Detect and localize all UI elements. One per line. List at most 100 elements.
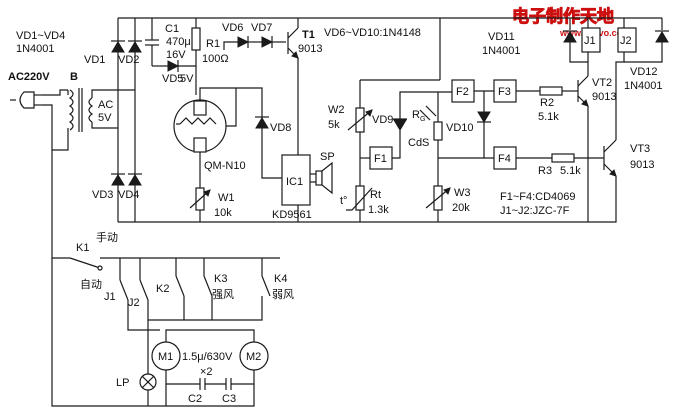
j1-relay-coil — [581, 27, 601, 53]
vd5-value: 5V — [180, 73, 194, 85]
w1-potentiometer — [189, 187, 211, 211]
cap-times-label: ×2 — [200, 366, 213, 378]
sensor-name: QM-N10 — [204, 160, 246, 172]
bridge-range-label: VD1~VD4 — [16, 30, 65, 42]
power-plug-icon — [10, 91, 42, 109]
j1-contact-label: J1 — [104, 291, 116, 303]
vd3-label: VD3 — [92, 189, 113, 201]
vt3-type: 9013 — [630, 159, 654, 171]
ic1-name: IC1 — [286, 176, 303, 188]
c1-capacitor — [145, 39, 159, 46]
vd12-diode — [655, 30, 669, 43]
vd11-label: VD11 — [488, 31, 515, 43]
c2-label: C2 — [188, 393, 202, 405]
k1-label: K1 — [76, 242, 89, 254]
c1-voltage: 16V — [166, 49, 186, 61]
t1-name: T1 — [302, 29, 315, 41]
ac-label: AC — [98, 99, 113, 111]
cds-photoresistor — [419, 105, 443, 141]
vt3-name: VT3 — [630, 143, 650, 155]
auto-label: 自动 — [80, 278, 102, 291]
r3-name: R3 — [538, 165, 552, 177]
m1-label: M1 — [158, 351, 173, 363]
vd5-label: VD5 — [162, 73, 183, 85]
cap-value-label: 1.5μ/630V — [182, 351, 233, 363]
diodes-note: VD6~VD10:1N4148 — [324, 27, 421, 39]
watermark-title: 电子制作天地 — [512, 6, 614, 27]
vt2-name: VT2 — [592, 77, 612, 89]
k1-switch — [69, 257, 103, 271]
vd6-diode — [237, 36, 250, 48]
w2-potentiometer — [347, 107, 373, 133]
vd12-type: 1N4001 — [624, 80, 663, 92]
r2-name: R2 — [540, 97, 554, 109]
vt2-type: 9013 — [592, 91, 616, 103]
vd11-type: 1N4001 — [482, 45, 521, 57]
rt-name: Rt — [370, 189, 381, 201]
w1-name: W1 — [218, 192, 235, 204]
weak-label: 弱风 — [272, 288, 294, 301]
j1-label: J1 — [584, 35, 596, 47]
j2-contact-label: J2 — [128, 297, 140, 309]
ac-5v-label: 5V — [98, 112, 112, 124]
rg-name: RG — [412, 109, 425, 123]
vd8-diode — [255, 116, 269, 129]
rt-value: 1.3k — [368, 204, 389, 216]
vd2-label: VD2 — [118, 54, 139, 66]
sp-label: SP — [320, 151, 335, 163]
vd2-diode — [128, 40, 142, 53]
r3-resistor — [551, 153, 575, 163]
vd1-diode — [111, 40, 125, 53]
r2-value: 5.1k — [538, 111, 559, 123]
vd6-label: VD6 — [222, 22, 243, 34]
transformer-label: B — [70, 71, 78, 83]
r1-name: R1 — [206, 38, 220, 50]
j2-label: J2 — [620, 35, 632, 47]
c3-label: C3 — [222, 393, 236, 405]
vt3-transistor — [603, 139, 617, 177]
rt-mark: t° — [340, 195, 347, 207]
f4-label: F4 — [498, 153, 511, 165]
f-note: F1~F4:CD4069 — [500, 191, 576, 203]
gas-sensor-qmn10 — [173, 99, 227, 153]
w2-name: W2 — [328, 104, 345, 116]
r1-value: 100Ω — [202, 53, 229, 65]
ac220v-label: AC220V — [8, 71, 50, 83]
ic1-chip — [281, 154, 311, 206]
k2-label: K2 — [156, 283, 169, 295]
vd1-label: VD1 — [84, 54, 105, 66]
bridge-type-label: 1N4001 — [16, 43, 55, 55]
k3-label: K3 — [214, 273, 227, 285]
ic1-type: KD9561 — [272, 209, 312, 221]
manual-label: 手动 — [96, 230, 118, 244]
vd9-diode — [393, 118, 407, 131]
vd5-zener-diode — [167, 60, 180, 72]
k4-label: K4 — [274, 273, 287, 285]
w3-potentiometer — [425, 185, 451, 211]
speaker-icon — [315, 161, 333, 195]
w1-value: 10k — [214, 207, 232, 219]
r1-resistor — [191, 27, 201, 51]
f3-label: F3 — [498, 86, 511, 98]
t1-transistor — [287, 27, 299, 59]
w3-name: W3 — [454, 187, 471, 199]
c1-name: C1 — [165, 23, 179, 35]
c2-capacitor — [199, 378, 206, 390]
r2-resistor — [539, 86, 563, 96]
vd7-diode — [261, 36, 274, 48]
lamp-icon — [139, 373, 157, 391]
c3-capacitor — [225, 378, 232, 390]
lp-label: LP — [116, 377, 129, 389]
f2-label: F2 — [456, 86, 469, 98]
vd9-label: VD9 — [372, 114, 393, 126]
vd12-label: VD12 — [630, 66, 658, 78]
cds-name: CdS — [408, 137, 429, 149]
vd10-diode — [477, 111, 491, 123]
r3-value: 5.1k — [560, 165, 581, 177]
j-note: J1~J2:JZC-7F — [500, 205, 570, 217]
transformer-icon — [68, 88, 94, 132]
t1-type: 9013 — [298, 43, 322, 55]
vt2-transistor — [577, 75, 589, 107]
c1-value: 470μ — [166, 36, 191, 48]
